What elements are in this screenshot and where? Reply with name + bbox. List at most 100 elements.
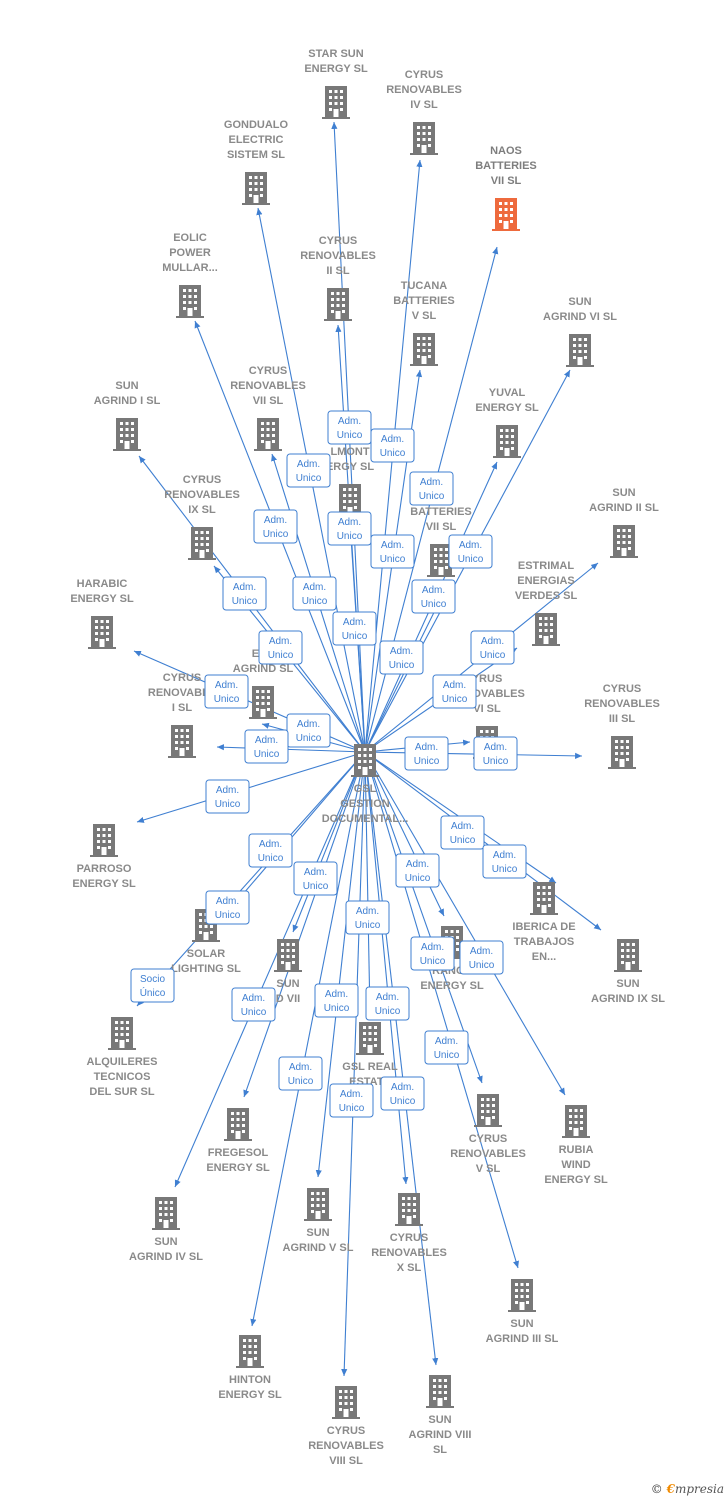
edge-role-label[interactable]: Adm.Unico (432, 674, 477, 709)
node-eolic-power[interactable]: EOLICPOWERMULLAR... (162, 232, 218, 318)
edge-cyrus-renovables-i (216, 744, 366, 753)
edge-role-label[interactable]: Adm.Unico (314, 983, 359, 1018)
edge-role-text: Adm. (415, 742, 438, 753)
edge-role-box (258, 630, 303, 665)
edge-role-text: Adm. (255, 735, 278, 746)
node-center[interactable]: GSLGESTIONDOCUMENTAL... (322, 744, 409, 825)
node-label: MULLAR... (162, 262, 218, 274)
edge-role-label[interactable]: Adm.Unico (370, 534, 415, 569)
edge-role-label[interactable]: Adm.Unico (248, 833, 293, 868)
edge-role-text: Unico (302, 596, 328, 607)
node-label: BATTERIES (410, 506, 472, 518)
edge-role-label[interactable]: Adm.Unico (395, 853, 440, 888)
building-icon (322, 86, 350, 119)
building-icon (562, 1105, 590, 1138)
edge-role-label[interactable]: Adm.Unico (370, 428, 415, 463)
node-label: DOCUMENTAL... (322, 813, 409, 825)
node-label: V SL (476, 1163, 501, 1175)
edge-role-label[interactable]: Adm.Unico (292, 576, 337, 611)
edge-role-label[interactable]: Adm.Unico (293, 861, 338, 896)
edge-solar-lighting (224, 751, 366, 916)
edge-role-label[interactable]: Adm.Unico (327, 410, 372, 445)
edge-role-text: Adm. (297, 459, 320, 470)
edge-role-label[interactable]: Adm.Unico (424, 1030, 469, 1065)
building-icon (566, 334, 594, 367)
edge-role-label[interactable]: Adm.Unico (459, 940, 504, 975)
edge-role-label[interactable]: Adm.Unico (411, 579, 456, 614)
node-label: SUN (276, 978, 299, 990)
edge-role-label[interactable]: Adm.Unico (204, 674, 249, 709)
edge-role-label[interactable]: Adm.Unico (327, 511, 372, 546)
node-label: SUN (115, 380, 138, 392)
edge-role-label[interactable]: Adm.Unico (258, 630, 303, 665)
node-label: TRABAJOS (514, 936, 575, 948)
edge-role-label[interactable]: Adm.Unico (244, 729, 289, 764)
node-iberica-de-trabajos[interactable]: IBERICA DETRABAJOSEN... (512, 882, 576, 963)
copyright-icon: © (650, 1482, 663, 1496)
edge-role-label[interactable]: Adm.Unico (205, 779, 250, 814)
edge-role-label[interactable]: Adm.Unico (410, 936, 455, 971)
edge-role-label[interactable]: Adm.Unico (222, 576, 267, 611)
edge-role-label[interactable]: Adm.Unico (473, 736, 518, 771)
edge-role-label[interactable]: Adm.Unico (379, 640, 424, 675)
node-label: VII SL (491, 175, 522, 187)
edge-role-box (370, 428, 415, 463)
edge-role-label[interactable]: Adm.Unico (345, 900, 390, 935)
edge-role-label[interactable]: Adm.Unico (332, 611, 377, 646)
node-label: RENOVABLES (584, 698, 660, 710)
edge-role-label[interactable]: Adm.Unico (329, 1083, 374, 1118)
edge-role-label[interactable]: Adm.Unico (404, 736, 449, 771)
node-label: AGRIND VIII (409, 1429, 472, 1441)
edge-role-label[interactable]: Adm.Unico (231, 987, 276, 1022)
edge-role-label[interactable]: Adm.Unico (470, 630, 515, 665)
edge-role-label[interactable]: Adm.Unico (482, 844, 527, 879)
edge-role-label[interactable]: Adm.Unico (380, 1076, 425, 1111)
edge-role-label[interactable]: Adm.Unico (409, 471, 454, 506)
edge-role-box (327, 410, 372, 445)
edge-role-label[interactable]: Adm.Unico (205, 890, 250, 925)
edge-role-label[interactable]: Adm.Unico (286, 713, 331, 748)
edge-role-label[interactable]: Adm.Unico (440, 815, 485, 850)
node-label: POWER (169, 247, 211, 259)
edge-role-label[interactable]: Adm.Unico (365, 986, 410, 1021)
building-icon (108, 1017, 136, 1050)
edge-role-label[interactable]: Adm.Unico (278, 1056, 323, 1091)
edge-role-label[interactable]: Adm.Unico (448, 534, 493, 569)
edge-role-label[interactable]: Adm.Unico (286, 453, 331, 488)
edge-role-label[interactable]: Adm.Unico (253, 509, 298, 544)
edge-gsl-real-estate (364, 751, 373, 1016)
